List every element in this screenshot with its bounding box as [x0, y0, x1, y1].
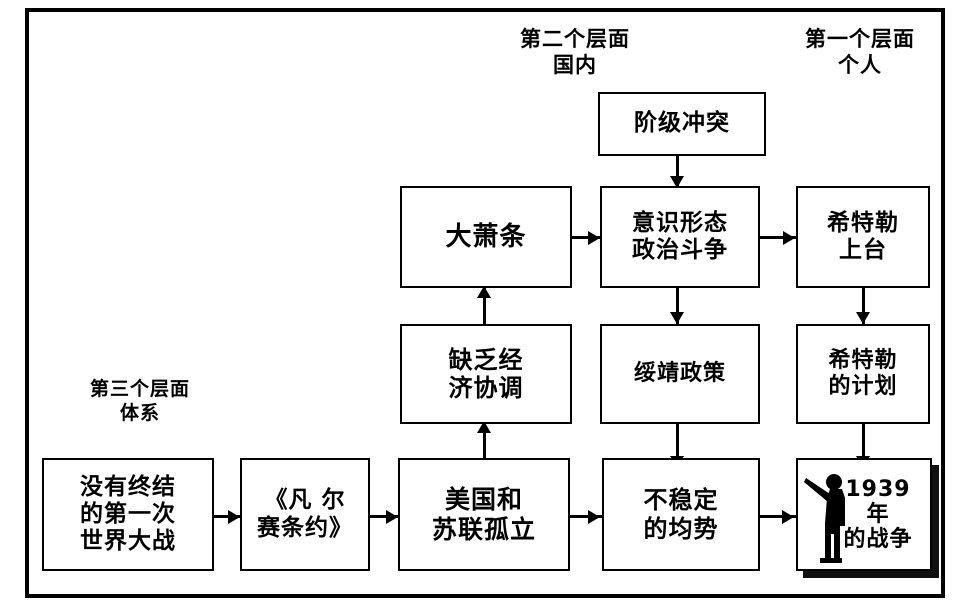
- node-lack-econ-coordination-label: 缺乏经 济协调: [448, 345, 524, 402]
- node-hitler-rise-label: 希特勒 上台: [827, 209, 899, 263]
- connector-appeasement-to-balance: [676, 424, 679, 468]
- arrowhead-isolation-to-coord: [477, 421, 491, 433]
- arrowhead-ww1-to-versailles: [228, 510, 240, 524]
- node-hitler-rise[interactable]: 希特勒 上台: [796, 186, 930, 288]
- node-class-conflict[interactable]: 阶级冲突: [598, 92, 766, 156]
- connector-coord-to-depression: [483, 288, 486, 324]
- arrowhead-ideology-to-appeasement: [670, 312, 684, 324]
- arrowhead-rise-to-plan: [856, 312, 870, 324]
- connector-balance-to-war: [760, 515, 796, 518]
- node-unstable-balance-label: 不稳定 的均势: [643, 486, 719, 543]
- arrowhead-ideology-to-hitler-rise: [783, 231, 795, 245]
- node-hitler-plan[interactable]: 希特勒 的计划: [796, 324, 930, 424]
- caption-level-three: 第三个层面 体系: [89, 378, 190, 424]
- connector-isolation-to-balance: [570, 515, 602, 518]
- arrowhead-class-to-ideology: [670, 176, 684, 188]
- arrowhead-isolation-to-balance: [588, 510, 600, 524]
- node-great-depression[interactable]: 大萧条: [400, 186, 572, 288]
- node-appeasement[interactable]: 绥靖政策: [600, 324, 760, 424]
- node-unstable-balance[interactable]: 不稳定 的均势: [602, 458, 760, 571]
- connector-isolation-to-coord: [483, 424, 486, 468]
- node-us-ussr-isolation-label: 美国和 苏联孤立: [431, 485, 536, 544]
- arrowhead-coord-to-depression: [477, 286, 491, 298]
- connector-versailles-to-isolation: [370, 515, 398, 518]
- soldier-silhouette-icon: [804, 474, 845, 563]
- caption-level-two: 第二个层面 国内: [520, 27, 630, 78]
- arrowhead-depression-to-ideology: [588, 231, 600, 245]
- node-versailles-treaty-label: 《凡 尔 赛条约》: [257, 487, 353, 541]
- node-ideological-struggle[interactable]: 意识形态 政治斗争: [600, 186, 760, 288]
- node-great-depression-label: 大萧条: [445, 221, 527, 252]
- node-hitler-plan-label: 希特勒 的计划: [828, 348, 898, 399]
- connector-rise-to-plan: [862, 288, 865, 324]
- arrowhead-versailles-to-isolation: [386, 510, 398, 524]
- node-class-conflict-label: 阶级冲突: [634, 110, 730, 137]
- outer-frame: [25, 8, 945, 598]
- connector-ideology-to-appeasement: [676, 288, 679, 324]
- node-us-ussr-isolation[interactable]: 美国和 苏联孤立: [398, 458, 570, 571]
- node-ideological-struggle-label: 意识形态 政治斗争: [632, 209, 728, 263]
- connector-class-to-ideology: [676, 156, 679, 188]
- node-versailles-treaty[interactable]: 《凡 尔 赛条约》: [240, 458, 370, 571]
- arrowhead-balance-to-war: [782, 510, 794, 524]
- node-unfinished-ww1-label: 没有终结 的第一次 世界大战: [80, 473, 176, 555]
- node-war-1939-label: 1939年 的战争: [843, 476, 913, 553]
- connector-plan-to-war: [862, 424, 865, 468]
- node-unfinished-ww1[interactable]: 没有终结 的第一次 世界大战: [42, 458, 214, 571]
- caption-level-one: 第一个层面 个人: [805, 27, 915, 78]
- node-appeasement-label: 绥靖政策: [633, 361, 726, 387]
- node-war-1939[interactable]: 1939年 的战争: [796, 458, 932, 571]
- connector-ww1-to-versailles: [214, 515, 240, 518]
- connector-depression-to-ideology: [572, 236, 602, 239]
- connector-ideology-to-hitler-rise: [760, 236, 796, 239]
- node-lack-econ-coordination[interactable]: 缺乏经 济协调: [400, 324, 572, 424]
